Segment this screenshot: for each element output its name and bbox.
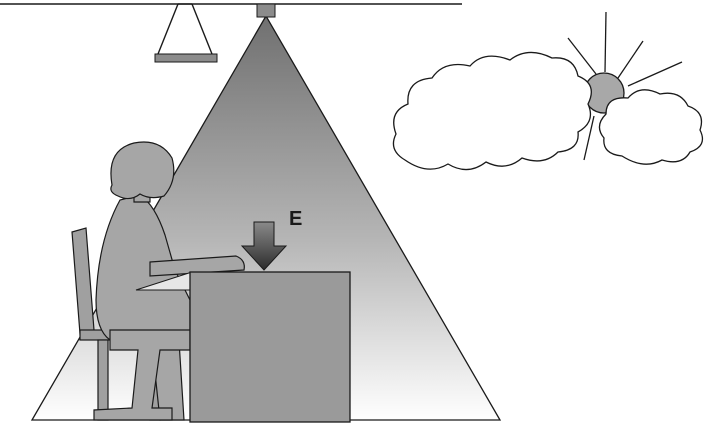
desk	[190, 272, 350, 422]
cloud-icon	[599, 90, 702, 164]
ceiling-luminaire-icon	[257, 4, 275, 17]
ceiling-lamp-icon	[155, 4, 217, 62]
illuminance-label: E	[289, 208, 302, 230]
cloud-icon	[393, 52, 591, 169]
